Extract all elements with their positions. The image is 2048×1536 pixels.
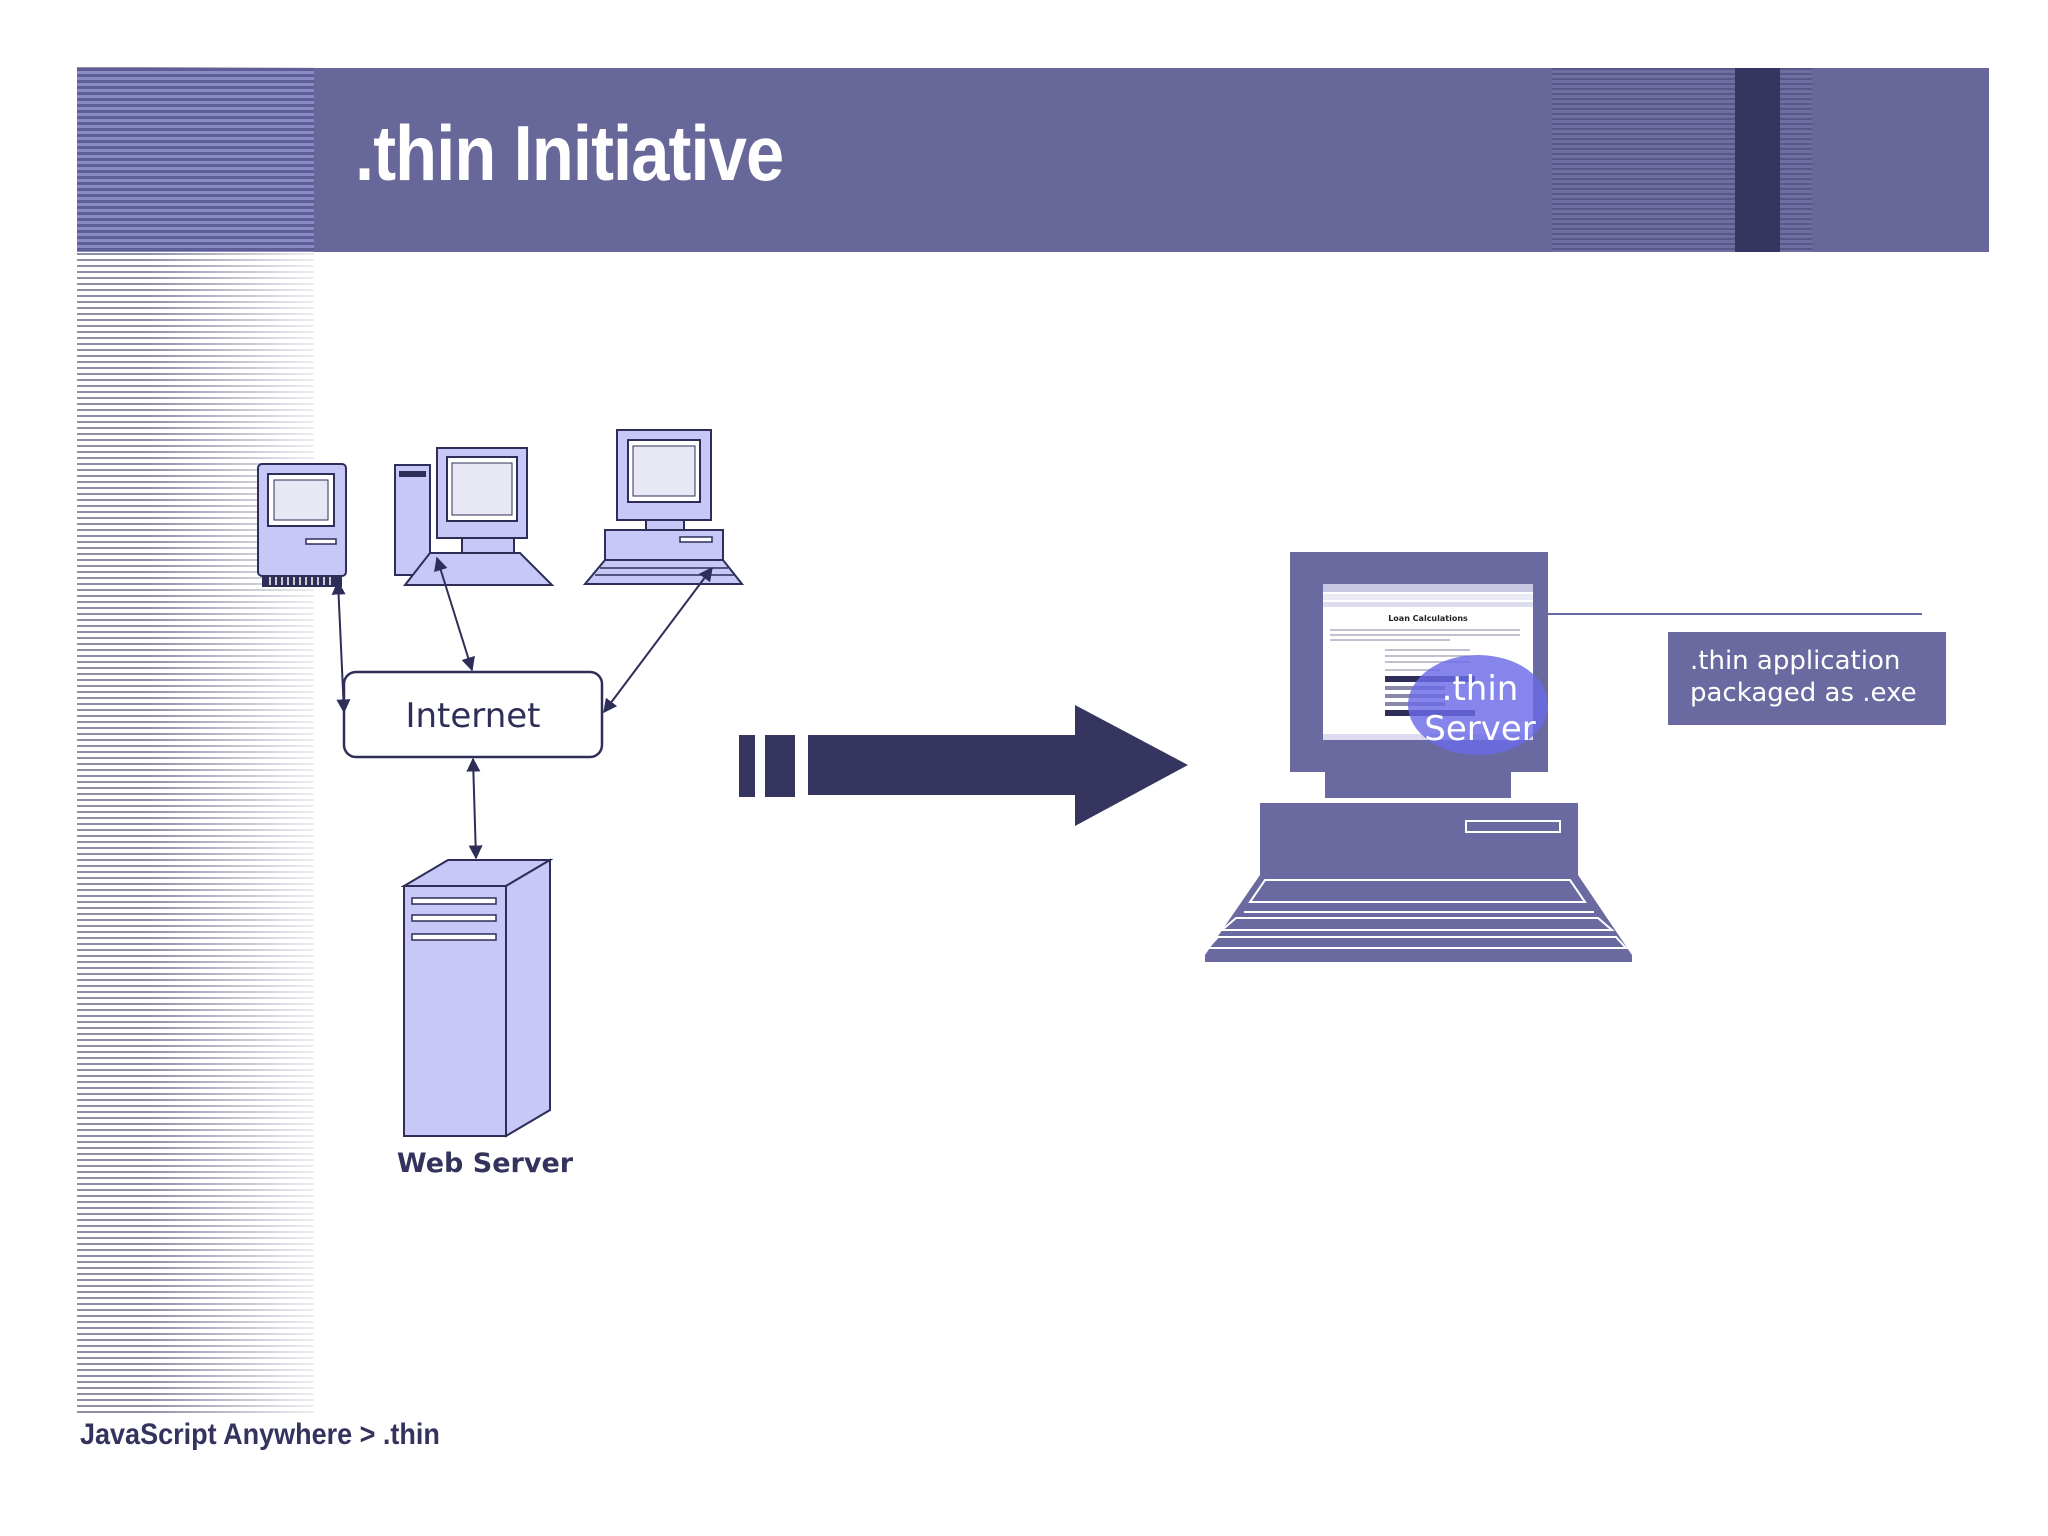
page-title: .thin Initiative (355, 109, 784, 197)
callout-box (1668, 632, 1946, 725)
connector-desktop-internet (603, 566, 713, 714)
callout-line-1: .thin application (1690, 646, 1900, 676)
connector-mac-internet (331, 580, 351, 714)
badge-line-1: .thin (1442, 669, 1519, 709)
footer-breadcrumb: JavaScript Anywhere > .thin (80, 1418, 440, 1451)
mac-client-icon (257, 463, 347, 587)
pc-client-icon (394, 447, 555, 586)
screen-title: Loan Calculations (1388, 614, 1468, 623)
connector-pc-internet (434, 556, 475, 672)
mac-client-vents (269, 577, 331, 585)
badge-line-2: Server (1424, 709, 1536, 749)
desktop-client-icon (582, 429, 745, 585)
thin-server-badge (1408, 655, 1548, 755)
web-server-label: Web Server (397, 1148, 574, 1179)
title-bar: .thin Initiative (77, 68, 1989, 252)
connector-internet-server (466, 757, 483, 860)
callout-line-2: packaged as .exe (1690, 678, 1917, 708)
transform-arrow (739, 705, 1188, 826)
internet-node (342, 670, 604, 759)
decorative-stripes (77, 67, 314, 1417)
internet-label: Internet (405, 696, 540, 736)
title-bar-pattern-left (77, 68, 314, 252)
title-bar-accent-strip (1735, 68, 1780, 252)
web-server-icon (400, 858, 554, 1138)
